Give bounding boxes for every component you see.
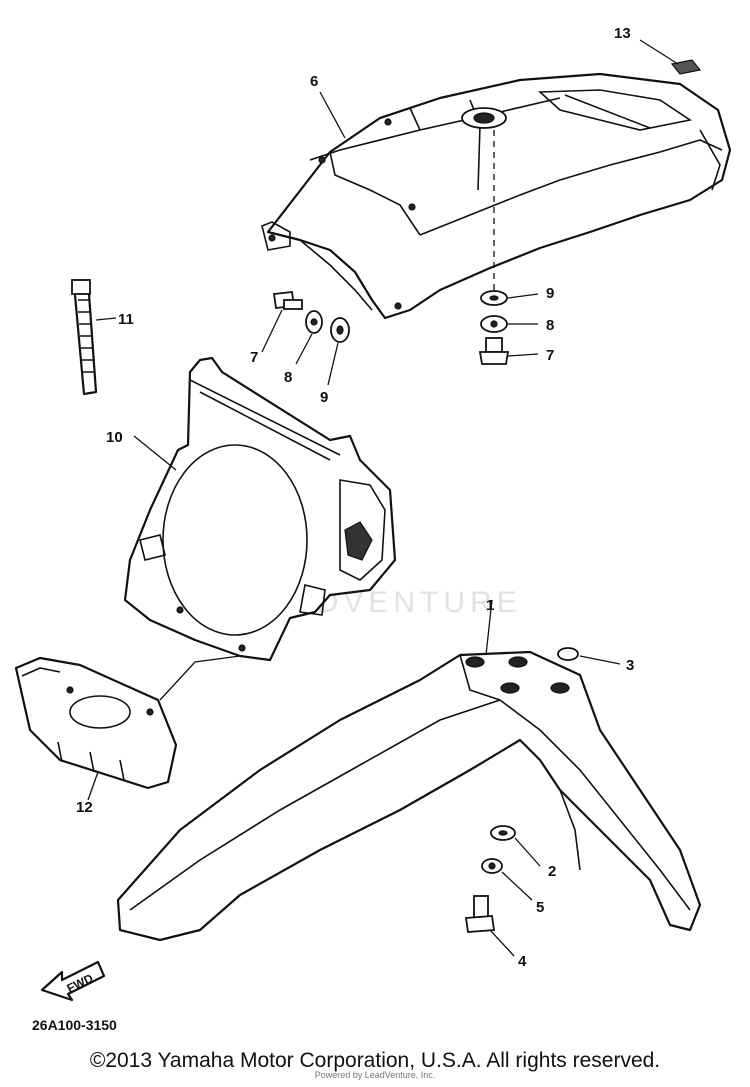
callout-13: 13 <box>614 25 631 42</box>
rear-fender-part-6[interactable] <box>261 72 732 320</box>
callout-4: 4 <box>518 953 527 970</box>
washer-part-9-right[interactable] <box>480 290 508 306</box>
callout-2: 2 <box>548 863 556 880</box>
copyright-notice: ©2013 Yamaha Motor Corporation, U.S.A. A… <box>89 1049 661 1072</box>
callout-7-left: 7 <box>250 349 258 366</box>
number-plate-part-10[interactable] <box>123 356 397 662</box>
callout-12: 12 <box>76 799 93 816</box>
callout-9-right: 9 <box>546 285 554 302</box>
callout-1: 1 <box>486 597 494 614</box>
nut-part-8-right[interactable] <box>480 315 508 333</box>
washer-part-2[interactable] <box>490 825 516 841</box>
callout-8-right: 8 <box>546 317 554 334</box>
bolt-part-7-right[interactable] <box>478 337 510 365</box>
callout-5: 5 <box>536 899 544 916</box>
nut-part-5[interactable] <box>481 858 503 874</box>
drawing-code: 26A100-3150 <box>32 1017 117 1033</box>
callout-8-left: 8 <box>284 369 292 386</box>
front-fender-part-1[interactable] <box>116 650 702 942</box>
washer-part-3[interactable] <box>557 647 579 661</box>
callout-10: 10 <box>106 429 123 446</box>
callout-11: 11 <box>118 311 134 328</box>
label-part-13[interactable] <box>670 59 702 75</box>
forward-arrow-icon: FWD <box>40 960 106 1002</box>
bolt-part-4[interactable] <box>464 895 496 933</box>
callout-6: 6 <box>310 73 318 90</box>
link-line-10-12 <box>159 655 241 701</box>
washer-part-9-left[interactable] <box>330 317 350 343</box>
bolt-part-7-left[interactable] <box>272 291 303 310</box>
nut-part-8-left[interactable] <box>305 310 323 334</box>
cable-tie-part-11[interactable] <box>71 278 98 396</box>
callout-7-right: 7 <box>546 347 554 364</box>
callout-3: 3 <box>626 657 634 674</box>
bracket-plate-part-12[interactable] <box>14 656 178 790</box>
powered-by-note: Powered by LeadVenture, Inc. <box>314 1070 436 1080</box>
callout-9-left: 9 <box>320 389 328 406</box>
